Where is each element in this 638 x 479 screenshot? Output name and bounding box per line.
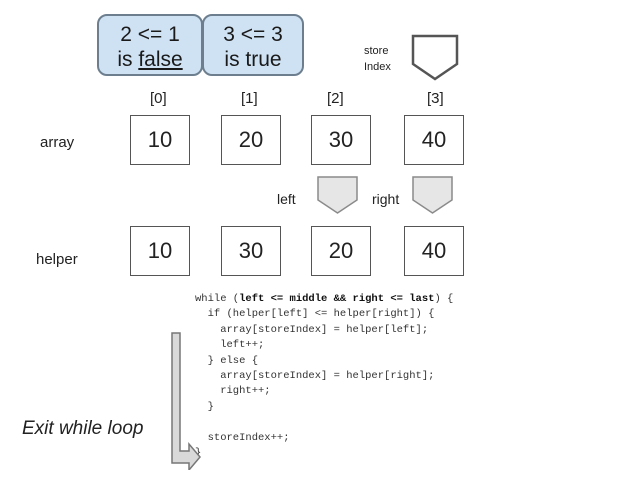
store-index-marker-icon: [411, 34, 459, 81]
right-pointer-icon: [412, 176, 453, 214]
code-line: storeIndex++;: [195, 431, 290, 444]
code-line: if (helper[left] <= helper[right]) {: [195, 308, 435, 321]
condition-result: is false: [117, 48, 183, 71]
condition-result: is true: [224, 48, 282, 71]
condition-result-word: false: [138, 48, 183, 71]
code-line: array[storeIndex] = helper[left];: [195, 323, 429, 336]
code-line: }: [195, 400, 214, 413]
index-label: [1]: [241, 90, 258, 107]
exit-arrow-icon: [171, 332, 201, 470]
left-pointer-label: left: [277, 191, 296, 207]
array-cell: 10: [130, 115, 190, 165]
helper-cell: 20: [311, 226, 371, 276]
index-label: [2]: [327, 90, 344, 107]
array-cell: 40: [404, 115, 464, 165]
index-label: [0]: [150, 90, 167, 107]
code-line: array[storeIndex] = helper[right];: [195, 370, 435, 383]
helper-cell: 40: [404, 226, 464, 276]
condition-result-word: true: [245, 48, 282, 71]
store-index-label: store Index: [364, 45, 391, 73]
code-line: left++;: [195, 339, 265, 352]
code-line: } else {: [195, 354, 259, 367]
condition-expr: 3 <= 3: [223, 23, 283, 46]
exit-while-loop-label: Exit while loop: [22, 418, 144, 439]
condition-box-false: 2 <= 1 is false: [97, 14, 203, 76]
helper-cell: 10: [130, 226, 190, 276]
condition-box-true: 3 <= 3 is true: [202, 14, 304, 76]
array-cell: 30: [311, 115, 371, 165]
condition-expr: 2 <= 1: [120, 23, 180, 46]
helper-label: helper: [36, 251, 78, 268]
code-block: while (left <= middle && right <= last) …: [195, 292, 453, 461]
left-pointer-icon: [317, 176, 358, 214]
array-label: array: [40, 134, 75, 151]
index-label: [3]: [427, 90, 444, 107]
code-line: while (left <= middle && right <= last) …: [195, 293, 454, 305]
array-cell: 20: [221, 115, 281, 165]
code-line: right++;: [195, 385, 271, 398]
right-pointer-label: right: [372, 191, 400, 207]
helper-cell: 30: [221, 226, 281, 276]
code-line: }: [195, 447, 202, 460]
code-condition: left <= middle && right <= last: [239, 293, 435, 305]
